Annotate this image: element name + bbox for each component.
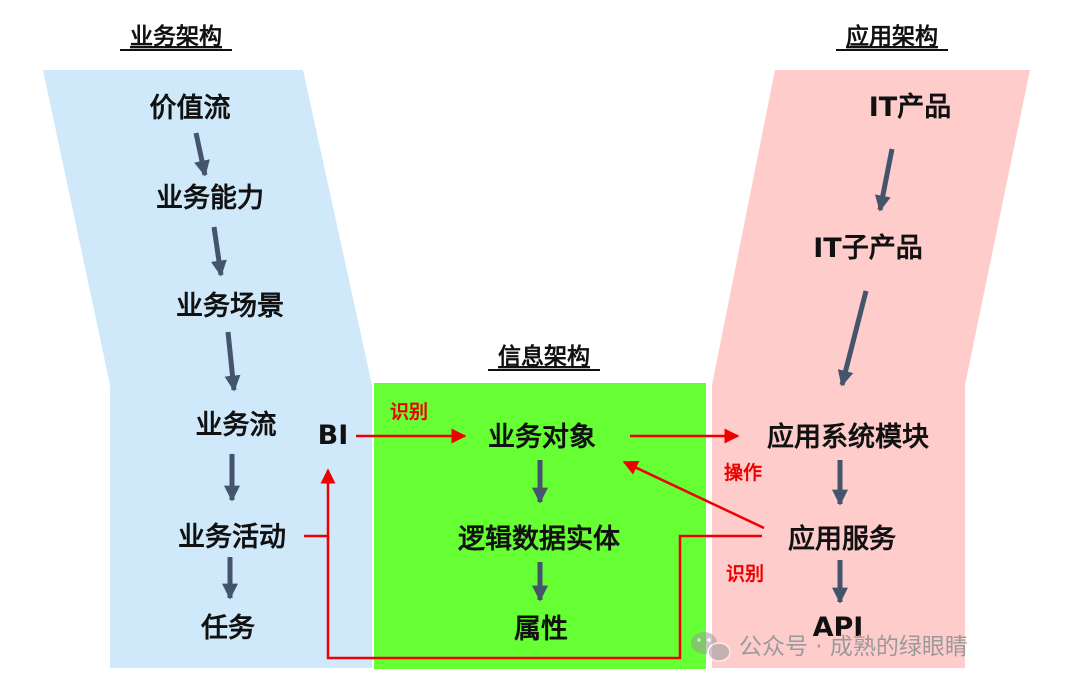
business-architecture-heading: 业务架构 (130, 23, 222, 50)
node-application-system-module: 应用系统模块 (767, 421, 930, 453)
connector-activity-to-service (304, 534, 762, 660)
application-architecture-heading: 应用架构 (846, 23, 938, 50)
arrow-value-stream-to-capability (193, 132, 210, 177)
node-business-activity: 业务活动 (178, 522, 286, 553)
watermark-text: 公众号 · 成熟的绿眼睛 (739, 634, 968, 660)
node-business-scenario: 业务场景 (176, 291, 284, 322)
node-it-product: IT产品 (869, 92, 951, 123)
node-logical-data-entity: 逻辑数据实体 (458, 523, 621, 555)
node-business-capability: 业务能力 (156, 182, 264, 214)
arrow-sub-product-to-module (837, 290, 869, 387)
label-identify-service: 识别 (726, 563, 764, 585)
arrow-service-operates-object (622, 460, 765, 530)
node-api: API (813, 612, 864, 643)
arrow-capability-to-scenario (211, 226, 227, 277)
node-business-flow: 业务流 (196, 410, 277, 441)
information-architecture-panel (374, 383, 706, 669)
node-value-stream: 价值流 (150, 93, 231, 124)
node-application-service: 应用服务 (788, 523, 896, 555)
arrow-scenario-to-flow (224, 331, 241, 392)
application-architecture-panel (712, 70, 1030, 668)
node-task: 任务 (200, 613, 255, 644)
node-attribute: 属性 (514, 614, 568, 645)
label-operate: 操作 (724, 461, 762, 484)
node-bi: BI (318, 420, 349, 451)
label-identify-bi: 识别 (390, 401, 428, 423)
wechat-icon (691, 632, 731, 662)
node-it-sub-product: IT子产品 (813, 233, 922, 264)
node-business-object: 业务对象 (488, 421, 596, 453)
arrow-product-to-sub-product (874, 148, 895, 212)
information-architecture-heading: 信息架构 (498, 343, 590, 370)
business-architecture-panel (43, 70, 372, 668)
